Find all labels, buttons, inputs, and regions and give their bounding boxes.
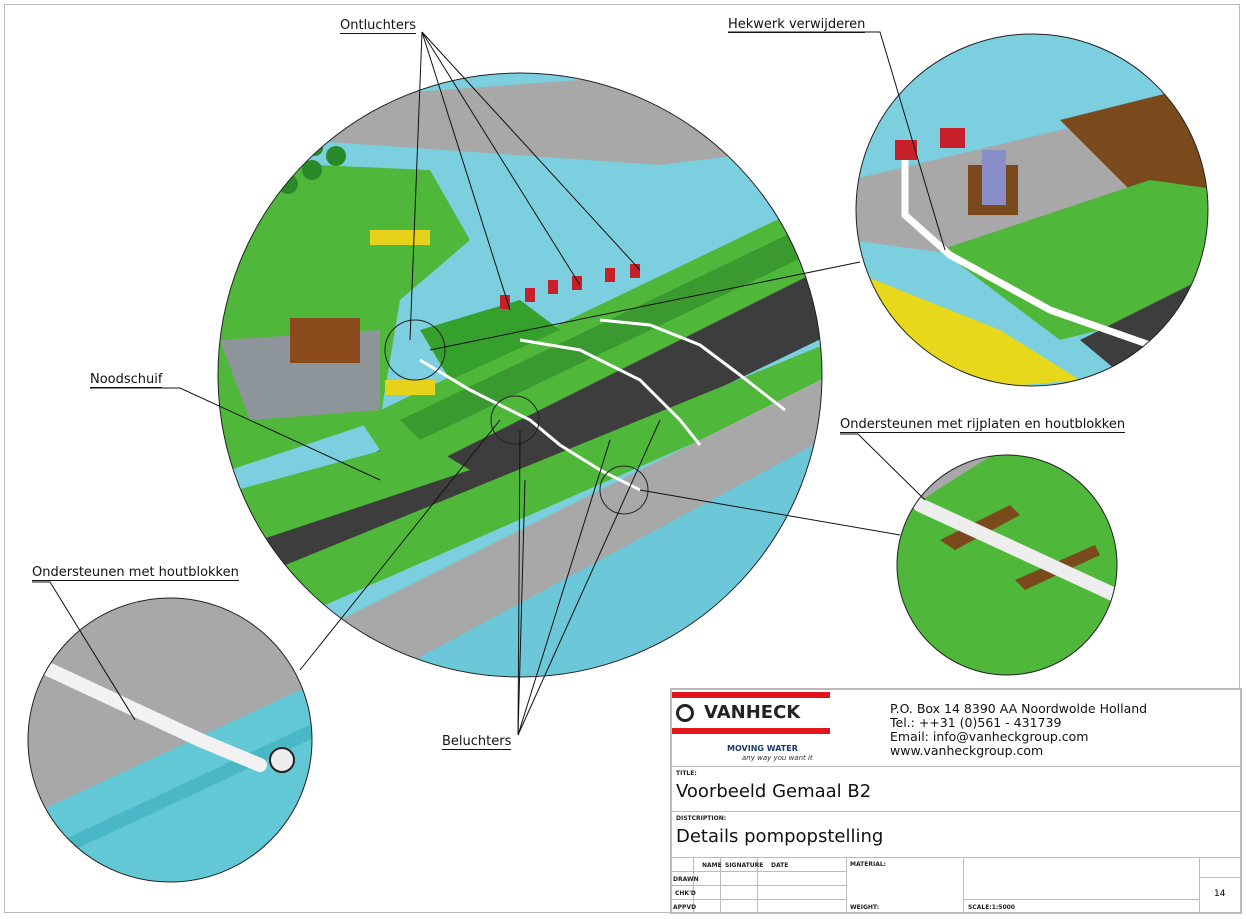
main-overview-view <box>218 73 822 677</box>
title-cell: TITLE: Voorbeeld Gemaal B2 <box>670 766 1242 812</box>
col-name: NAME <box>702 862 722 869</box>
label-ontluchters: Ontluchters <box>340 18 417 34</box>
logo-text: VANHECK <box>704 702 801 723</box>
telephone: Tel.: ++31 (0)561 - 431739 <box>890 715 1062 730</box>
website-link[interactable]: www.vanheckgroup.com <box>890 743 1044 758</box>
detail-plates-blocks-view <box>897 455 1117 675</box>
col-signature: SIGNATURE <box>725 862 764 869</box>
address: P.O. Box 14 8390 AA Noordwolde Holland <box>890 701 1148 716</box>
drawing-description: Details pompopstelling <box>676 826 884 847</box>
drawing-title: Voorbeeld Gemaal B2 <box>676 781 872 802</box>
row-drawn: DRAWN <box>673 876 699 883</box>
tagline: any way you want it <box>742 754 813 762</box>
slogan: MOVING WATER <box>727 744 798 753</box>
description-label: DISTCRIPTION: <box>676 815 727 822</box>
contact-info: P.O. Box 14 8390 AA Noordwolde Holland T… <box>890 702 1147 758</box>
sheet-number: 14 <box>1214 889 1226 899</box>
email: Email: info@vanheckgroup.com <box>890 729 1089 744</box>
col-date: DATE <box>771 862 789 869</box>
logo: VANHECK MOVING WATER any way you want it <box>672 690 832 766</box>
weight-label: WEIGHT: <box>850 904 880 911</box>
sheet-border <box>4 4 1240 913</box>
label-ondersteunen-houtblokken: Ondersteunen met houtblokken <box>32 565 239 581</box>
label-beluchters: Beluchters <box>442 734 512 750</box>
label-hekwerk-verwijderen: Hekwerk verwijderen <box>728 17 866 33</box>
logo-mark <box>676 704 694 722</box>
leader-lines <box>32 31 946 736</box>
title-label: TITLE: <box>676 770 697 777</box>
scale: SCALE:1:5000 <box>968 904 1015 911</box>
detail-fence-removal-view <box>856 34 1208 386</box>
title-block: VANHECK MOVING WATER any way you want it… <box>670 688 1242 914</box>
material-label: MATERIAL: <box>850 861 887 868</box>
detail-wood-blocks-view <box>28 598 312 882</box>
description-cell: DISTCRIPTION: Details pompopstelling <box>670 811 1242 858</box>
row-chkd: CHK'D <box>675 890 696 897</box>
row-appvd: APPVD <box>673 904 697 911</box>
label-ondersteunen-rijplaten: Ondersteunen met rijplaten en houtblokke… <box>840 417 1126 433</box>
label-noodschuif: Noodschuif <box>90 372 163 388</box>
